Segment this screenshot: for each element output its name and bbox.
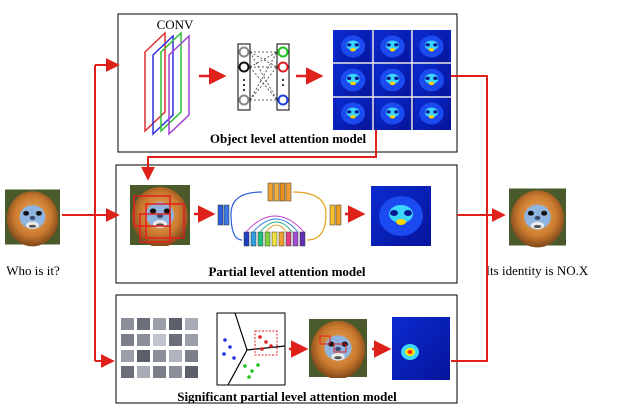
partial-heatmap-image xyxy=(371,186,431,246)
attention-heatmap-grid xyxy=(333,30,451,130)
partial-level-panel xyxy=(115,164,458,284)
conv-layers-icon xyxy=(144,31,190,136)
neural-net-icon xyxy=(237,43,290,111)
object-panel-title: Object level attention model xyxy=(210,131,367,146)
significant-panel-title: Significant partial level attention mode… xyxy=(177,389,397,404)
input-caption: Who is it? xyxy=(6,263,60,278)
partial-panel-title: Partial level attention model xyxy=(208,264,365,279)
encoder-decoder-network-icon xyxy=(217,182,342,247)
partial-monkey-image xyxy=(130,185,190,246)
significant-heatmap-image xyxy=(392,317,450,380)
connector-arrows xyxy=(62,58,506,368)
output-caption: Its identity is NO.X xyxy=(486,263,589,278)
output-monkey-image xyxy=(509,188,566,248)
cluster-scatter-icon xyxy=(216,312,286,386)
patch-grid-icon xyxy=(121,318,198,378)
significant-monkey-image xyxy=(309,319,367,378)
input-monkey-image xyxy=(5,186,60,248)
conv-label: CONV xyxy=(157,17,194,32)
object-level-panel xyxy=(117,13,458,153)
significant-partial-panel xyxy=(115,294,458,404)
